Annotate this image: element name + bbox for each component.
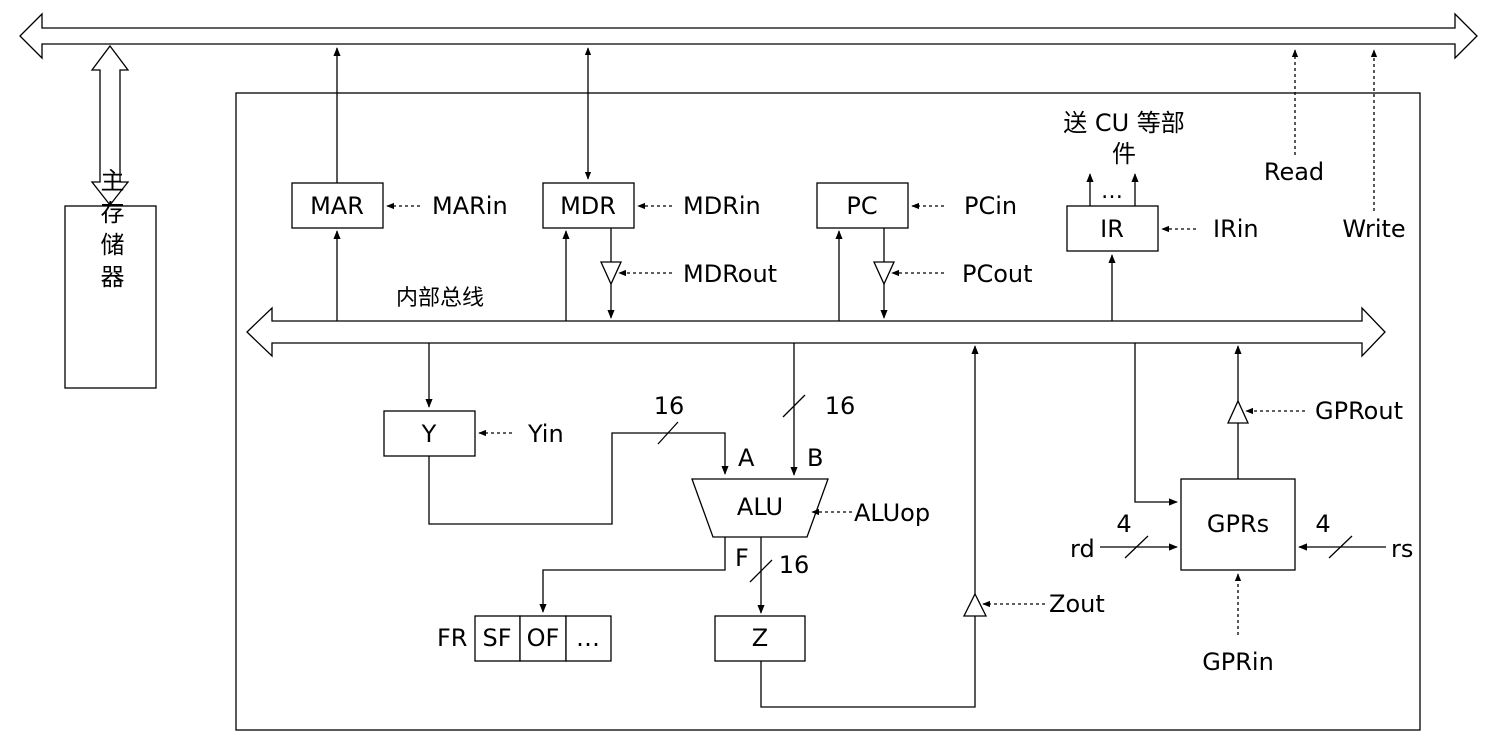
y-label: Y <box>421 420 437 448</box>
alu-port-a: A <box>738 444 755 472</box>
alu-f-width-slash <box>749 559 773 583</box>
mdr-label: MDR <box>560 192 616 220</box>
memory-bus-link <box>90 44 130 207</box>
cu-note-line2: 件 <box>1112 140 1136 168</box>
alu-f-width: 16 <box>779 551 810 579</box>
rs-width: 4 <box>1315 510 1330 538</box>
alu-to-flags <box>539 537 726 613</box>
gprin-label: GPRin <box>1202 648 1274 676</box>
zout-label: Zout <box>1049 590 1105 618</box>
flag-of-label: OF <box>527 624 560 652</box>
flag-more-cell <box>565 615 612 662</box>
rd-label: rd <box>1070 535 1095 563</box>
yin-label: Yin <box>527 420 564 448</box>
alu-a-width-slash <box>657 421 679 445</box>
alu-a-width: 16 <box>654 392 685 420</box>
aluop-label: ALUop <box>854 499 930 527</box>
z-label: Z <box>752 624 768 652</box>
pc-register <box>816 182 909 229</box>
pc-label: PC <box>846 192 877 220</box>
y-to-alu-a <box>428 432 729 525</box>
bus-to-gprs <box>1134 343 1178 506</box>
z-out-path <box>760 616 976 708</box>
irin-label: IRin <box>1213 215 1259 243</box>
marin-label: MARin <box>432 192 508 220</box>
flags-label: FR <box>437 624 467 652</box>
main-memory-box <box>64 205 157 389</box>
gprs-label: GPRs <box>1207 510 1269 538</box>
ir-label: IR <box>1100 215 1124 243</box>
mar-label: MAR <box>310 192 364 220</box>
rd-width-slash <box>1124 535 1149 559</box>
mdrin-label: MDRin <box>683 192 761 220</box>
main-memory-label: 主存储器 <box>96 168 124 296</box>
gprout-tristate <box>1226 399 1250 424</box>
internal-bus <box>246 306 1386 358</box>
pcout-label: PCout <box>962 260 1033 288</box>
mdrout-label: MDRout <box>683 260 777 288</box>
mdrout-tristate <box>599 261 623 286</box>
alu-port-b: B <box>807 444 823 472</box>
system-bus <box>19 12 1478 60</box>
ir-register <box>1066 205 1159 252</box>
alu-b-width: 16 <box>825 392 856 420</box>
alu-unit <box>691 478 829 538</box>
pcout-tristate <box>872 261 896 286</box>
alu-b-width-slash <box>782 394 806 418</box>
cu-note-line1: 送 CU 等部 <box>1063 109 1185 137</box>
mar-register <box>291 182 384 229</box>
write-label: Write <box>1342 215 1405 243</box>
cpu-boundary <box>235 92 1421 731</box>
alu-label: ALU <box>737 493 783 521</box>
gprs-register-file <box>1180 478 1296 571</box>
read-label: Read <box>1264 158 1324 186</box>
mdr-register <box>542 182 635 229</box>
flag-sf-cell <box>474 615 521 662</box>
flag-more-label: … <box>576 624 600 652</box>
alu-port-f: F <box>735 544 749 572</box>
internal-bus-label: 内部总线 <box>396 286 484 311</box>
zout-tristate <box>962 592 988 617</box>
z-register <box>714 615 806 662</box>
pcin-label: PCin <box>964 192 1017 220</box>
rs-width-slash <box>1328 535 1353 559</box>
rd-width: 4 <box>1116 510 1131 538</box>
flag-sf-label: SF <box>482 624 511 652</box>
ir-to-cu-dots: … <box>1101 179 1123 204</box>
flag-of-cell <box>519 615 567 662</box>
gprout-label: GPRout <box>1315 397 1403 425</box>
rs-label: rs <box>1391 535 1413 563</box>
